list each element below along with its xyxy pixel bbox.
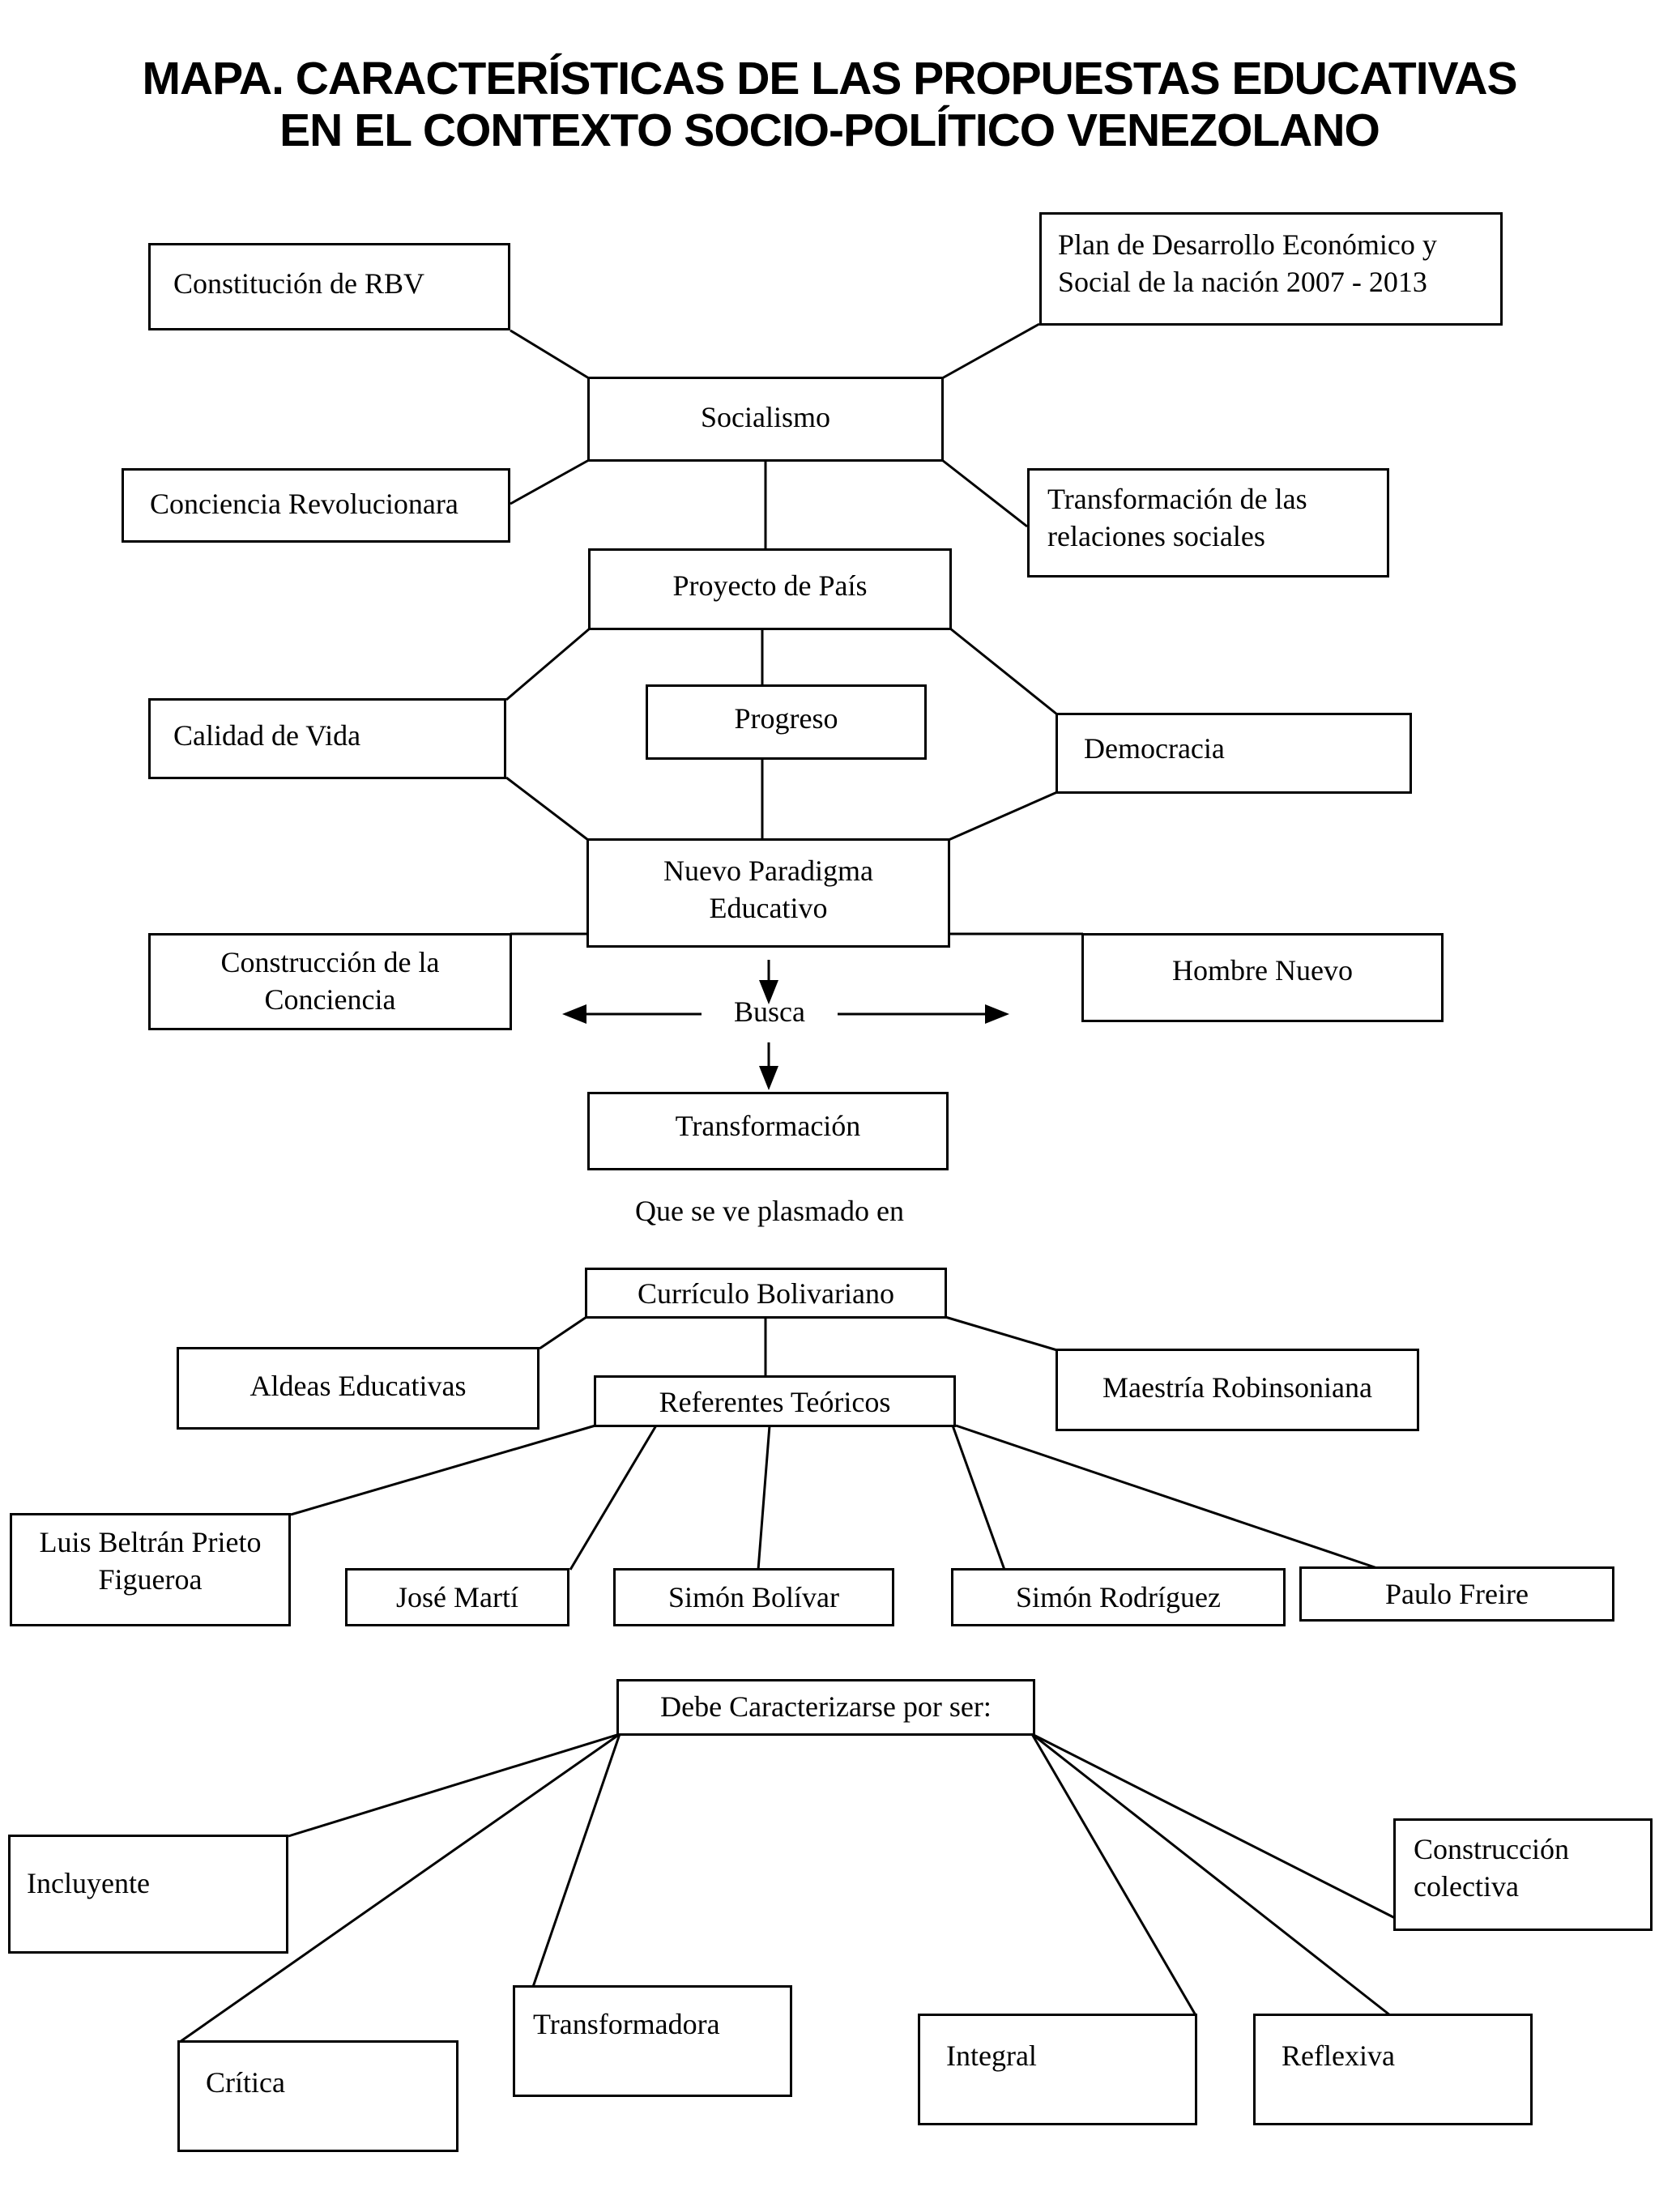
connector-referentes-luis-beltran [290, 1424, 596, 1516]
map-title-line2: EN EL CONTEXTO SOCIO-POLÍTICO VENEZOLANO [279, 104, 1380, 156]
connector-referentes-simon-rodriguez [951, 1425, 1006, 1571]
node-democracia: Democracia [1056, 713, 1412, 794]
map-title-line1: MAPA. CARACTERÍSTICAS DE LAS PROPUESTAS … [142, 53, 1517, 104]
node-debe-caracterizarse: Debe Caracterizarse por ser: [616, 1679, 1035, 1736]
connector-socialismo-conciencia [510, 458, 590, 505]
node-conciencia-revolucionara: Conciencia Revolucionara [122, 468, 510, 543]
node-reflexiva: Reflexiva [1253, 2014, 1533, 2125]
arrow-busca-right-head [985, 1004, 1009, 1024]
node-simon-rodriguez: Simón Rodríguez [951, 1568, 1286, 1626]
connector-referentes-simon-bolivar [757, 1425, 771, 1571]
connector-proyecto-calidad [505, 627, 591, 701]
busca-label: Busca [734, 995, 805, 1028]
node-construccion-colectiva: Construcción colectiva [1393, 1818, 1653, 1931]
node-constitucion-rbv: Constitución de RBV [148, 243, 510, 330]
node-luis-beltran-prieto-figueroa: Luis Beltrán Prieto Figueroa [10, 1513, 291, 1626]
connector-referentes-paulo-freire [955, 1424, 1378, 1570]
node-maestria-robinsoniana: Maestría Robinsoniana [1056, 1349, 1419, 1431]
connector-referentes-jose-marti [569, 1425, 658, 1571]
connector-debe-integral [1030, 1733, 1197, 2016]
plasmado-label: Que se ve plasmado en [635, 1195, 904, 1227]
node-nuevo-paradigma-educativo: Nuevo Paradigma Educativo [586, 838, 950, 948]
node-construccion-de-la-conciencia: Construcción de la Conciencia [148, 933, 512, 1030]
node-incluyente: Incluyente [8, 1835, 288, 1954]
node-transformadora: Transformadora [513, 1985, 792, 2097]
node-referentes-teoricos: Referentes Teóricos [594, 1375, 956, 1427]
connector-proyecto-democracia [949, 627, 1058, 716]
connector-debe-reflexiva [1031, 1733, 1391, 2017]
node-curriculo-bolivariano: Currículo Bolivariano [585, 1268, 947, 1319]
node-jose-marti: José Martí [345, 1568, 569, 1626]
node-hombre-nuevo: Hombre Nuevo [1081, 933, 1444, 1022]
node-simon-bolivar: Simón Bolívar [613, 1568, 894, 1626]
node-calidad-de-vida: Calidad de Vida [148, 698, 506, 779]
arrow-busca-left-head [562, 1004, 586, 1024]
arrow-busca-transformacion-head [759, 1066, 778, 1090]
node-progreso: Progreso [646, 684, 927, 760]
node-socialismo: Socialismo [587, 377, 944, 462]
connector-debe-construccion-col [1031, 1733, 1396, 1920]
node-integral: Integral [918, 2014, 1197, 2125]
node-transformacion-relaciones: Transformación de las relaciones sociale… [1027, 468, 1389, 578]
connector-debe-critica [179, 1733, 621, 2044]
connector-plan-socialismo [941, 322, 1040, 380]
node-aldeas-educativas: Aldeas Educativas [177, 1347, 539, 1430]
node-plan-desarrollo: Plan de Desarrollo Económico y Social de… [1039, 212, 1503, 326]
connector-calidad-paradigma [505, 776, 589, 842]
node-transformacion: Transformación [587, 1092, 949, 1170]
node-proyecto-de-pais: Proyecto de País [588, 548, 952, 630]
connector-constitucion-socialismo [510, 329, 590, 380]
connector-curriculo-maestria [945, 1315, 1058, 1352]
connector-debe-transformadora [531, 1733, 621, 1988]
connector-curriculo-aldeas [539, 1315, 587, 1350]
connector-socialismo-transf-rel [941, 458, 1028, 528]
connector-democracia-paradigma [948, 791, 1058, 842]
node-critica: Crítica [177, 2040, 458, 2152]
node-paulo-freire: Paulo Freire [1299, 1566, 1614, 1622]
connector-debe-incluyente [288, 1733, 621, 1838]
arrow-paradigma-busca-head [759, 980, 778, 1004]
map-title: MAPA. CARACTERÍSTICAS DE LAS PROPUESTAS … [0, 53, 1659, 157]
